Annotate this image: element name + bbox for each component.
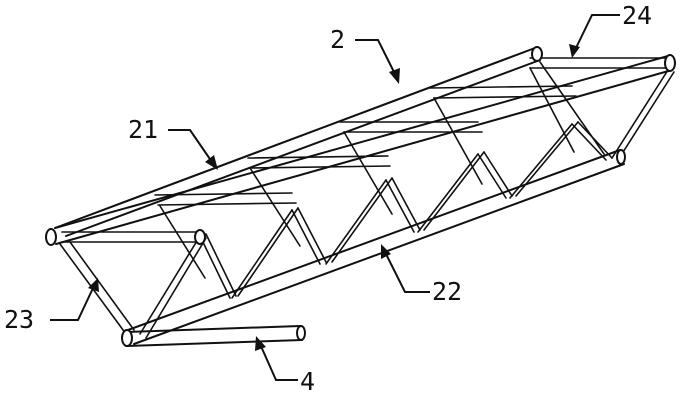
web-front-9 bbox=[509, 123, 573, 199]
web-back-end-2 bbox=[539, 61, 605, 155]
web-back-2 bbox=[249, 167, 301, 247]
label-support-tube: 4 bbox=[300, 367, 315, 396]
arrow-bottom-chord bbox=[381, 244, 391, 259]
web-front-11b bbox=[617, 71, 675, 161]
leader-bottom-chord bbox=[384, 251, 430, 293]
support-tube-right-cap bbox=[296, 325, 306, 341]
web-front-11 bbox=[611, 69, 669, 159]
cross-bar-5a bbox=[429, 85, 573, 89]
label-bottom-chord: 22 bbox=[432, 277, 462, 306]
leader-cross-bar bbox=[574, 14, 620, 51]
web-front-3b bbox=[237, 207, 299, 297]
web-front-3 bbox=[231, 209, 293, 299]
web-back-5 bbox=[529, 67, 575, 153]
bottom-chord-upper-edge bbox=[127, 149, 621, 331]
leader-web-member bbox=[50, 285, 95, 321]
arrow-cross-bar bbox=[569, 44, 580, 58]
cross-bar-5b bbox=[433, 95, 577, 99]
back-web-members bbox=[59, 61, 605, 335]
web-back-end-1b bbox=[69, 241, 135, 331]
bottom-chord-lower-edge bbox=[133, 163, 625, 345]
bottom-chord bbox=[127, 149, 625, 345]
tube-end-caps bbox=[45, 46, 676, 347]
leader-truss bbox=[355, 39, 397, 77]
support-tube bbox=[125, 325, 306, 347]
label-cross-bar: 24 bbox=[622, 1, 652, 30]
cross-bar-2a bbox=[154, 192, 293, 196]
web-front-9b bbox=[515, 121, 579, 197]
web-front-7 bbox=[417, 153, 479, 233]
web-front-5b bbox=[331, 177, 393, 263]
arrow-top-chord bbox=[205, 155, 218, 170]
support-tube-upper-edge bbox=[125, 325, 301, 333]
leader-top-chord bbox=[168, 129, 213, 163]
web-front-10 bbox=[571, 123, 607, 161]
front-top-chord-upper-edge bbox=[54, 55, 669, 229]
label-web-member: 23 bbox=[4, 305, 34, 334]
reference-labels: 2 24 21 22 23 4 bbox=[4, 1, 652, 396]
web-front-5 bbox=[325, 179, 387, 265]
support-tube-lower-edge bbox=[125, 339, 303, 347]
arrow-web-member bbox=[88, 278, 99, 292]
web-back-4 bbox=[433, 97, 483, 185]
top-chords bbox=[54, 47, 673, 245]
web-front-1b bbox=[145, 237, 207, 339]
web-front-6 bbox=[385, 179, 415, 233]
web-front-8 bbox=[477, 153, 507, 199]
cross-bar-3a bbox=[247, 155, 389, 159]
web-front-6b bbox=[391, 177, 421, 231]
cross-bar-3b bbox=[249, 165, 391, 169]
web-front-1 bbox=[139, 235, 201, 335]
arrow-support-tube bbox=[255, 336, 266, 351]
back-top-chord-right-cap bbox=[531, 46, 543, 62]
top-cross-bars bbox=[61, 57, 669, 243]
label-top-chord: 21 bbox=[128, 115, 158, 144]
leader-lines bbox=[50, 14, 620, 381]
web-front-2b bbox=[205, 233, 237, 297]
web-front-7b bbox=[423, 151, 485, 231]
web-front-8b bbox=[483, 151, 513, 197]
label-truss: 2 bbox=[330, 25, 345, 54]
web-back-3 bbox=[343, 131, 393, 215]
cross-bar-2b bbox=[157, 202, 297, 206]
web-front-2 bbox=[199, 235, 231, 299]
front-web-members bbox=[139, 69, 675, 339]
cross-bar-left-cap bbox=[194, 229, 206, 245]
front-top-chord-right-cap bbox=[664, 54, 676, 72]
leader-support-tube bbox=[259, 343, 298, 381]
arrow-truss bbox=[389, 68, 400, 84]
back-top-chord-lower-edge bbox=[65, 59, 541, 237]
web-back-1 bbox=[159, 205, 206, 279]
bottom-chord-right-cap bbox=[616, 149, 626, 165]
front-top-chord-left-cap bbox=[45, 228, 57, 246]
web-front-4b bbox=[297, 207, 327, 263]
back-top-chord-upper-edge bbox=[54, 47, 536, 229]
web-front-4 bbox=[291, 209, 321, 265]
bottom-chord-left-cap bbox=[121, 329, 133, 347]
